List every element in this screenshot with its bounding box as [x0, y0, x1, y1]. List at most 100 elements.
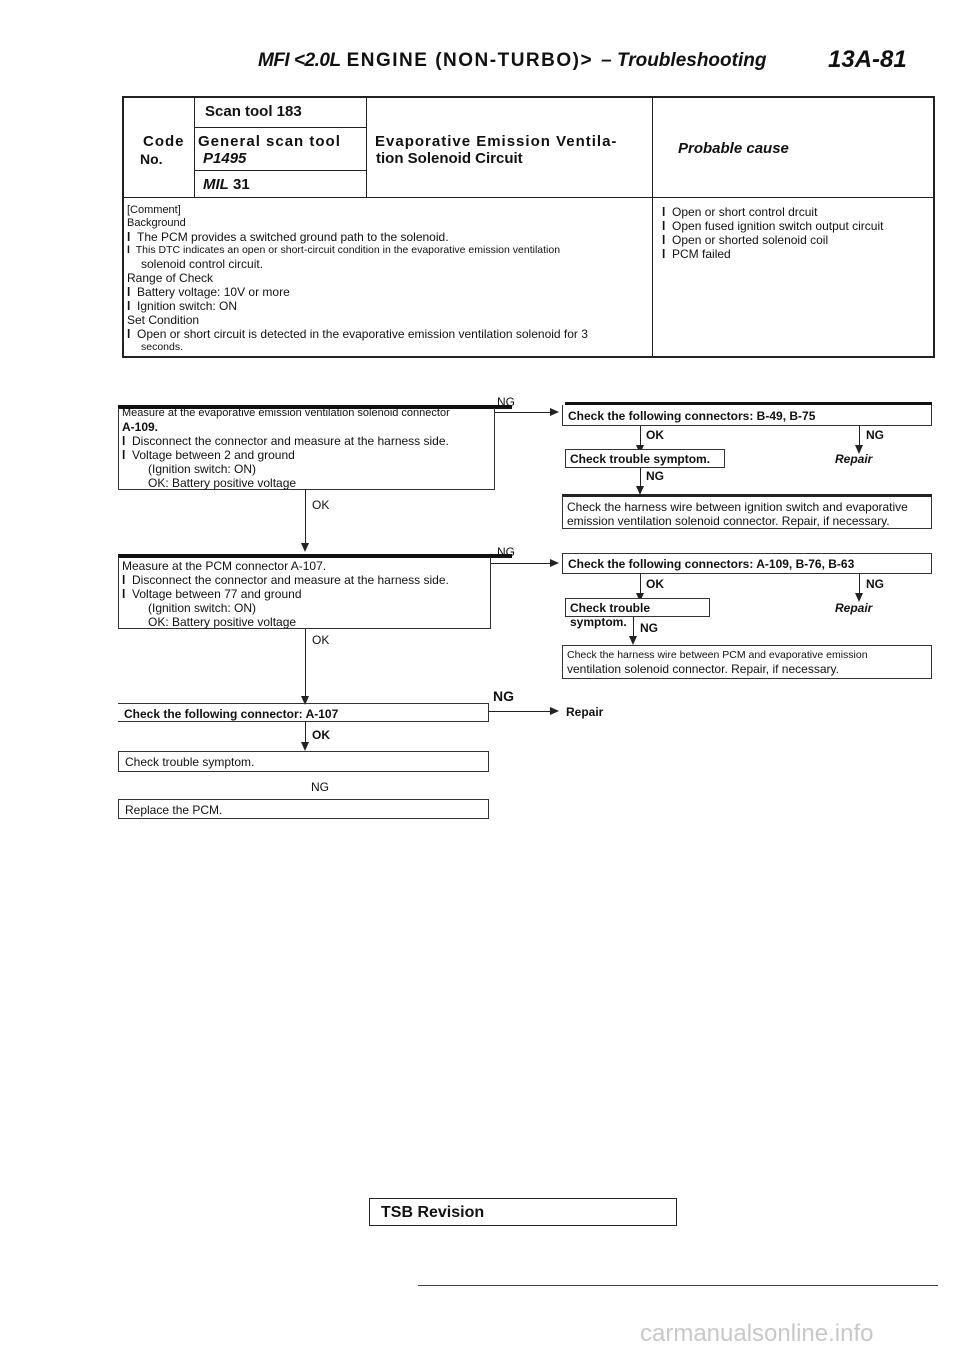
ng-label: NG	[497, 395, 515, 409]
step2-item1: Disconnect the connector and measure at …	[132, 573, 449, 587]
step1-item4: OK: Battery positive voltage	[148, 476, 297, 490]
bullet-icon: l	[122, 448, 126, 462]
table-divider	[195, 170, 366, 171]
bullet-icon: l	[127, 244, 130, 256]
ng-label: NG	[866, 577, 884, 591]
r2-repair: Repair	[835, 601, 873, 615]
step1-line1: Measure at the evaporative emission vent…	[122, 407, 450, 419]
cause-4: PCM failed	[672, 247, 731, 261]
range-item-1: Battery voltage: 10V or more	[137, 285, 290, 299]
ok-label: OK	[646, 577, 664, 591]
bg-item-2: This DTC indicates an open or short-circ…	[135, 244, 561, 256]
r1-repair: Repair	[835, 452, 873, 466]
bullet-icon: l	[662, 233, 666, 247]
flow-connector	[305, 629, 306, 698]
bullet-icon: l	[122, 434, 126, 448]
header-section: – Troubleshooting	[601, 50, 767, 71]
arrow-right-icon	[550, 707, 559, 715]
r1-check-text: Check the following connectors: B-49, B-…	[568, 409, 816, 423]
scan-tool-183-label: Scan tool 183	[205, 103, 302, 120]
ok-label: OK	[646, 428, 664, 442]
r1-header-bar	[565, 402, 932, 405]
step3-box	[118, 703, 489, 722]
step1-line2: A-109.	[122, 420, 159, 434]
flow-connector	[640, 574, 641, 594]
ng-arrow	[489, 711, 550, 712]
table-divider	[652, 97, 653, 357]
set-item-1: Open or short circuit is detected in the…	[137, 327, 588, 341]
table-divider	[366, 97, 367, 197]
bullet-icon: l	[127, 230, 131, 244]
comment-block: [Comment] Background l The PCM provides …	[127, 204, 649, 354]
step1-text: Measure at the evaporative emission vent…	[122, 407, 494, 490]
cause-1: Open or short control drcuit	[672, 205, 818, 219]
mil-code: 31	[233, 176, 250, 193]
step1-item2: Voltage between 2 and ground	[132, 448, 295, 462]
table-divider	[194, 97, 195, 197]
step2-text: Measure at the PCM connector A-107. l Di…	[122, 559, 490, 629]
ok-label: OK	[312, 728, 330, 742]
arrow-right-icon	[550, 559, 559, 567]
set-condition-label: Set Condition	[127, 313, 200, 327]
arrow-down-icon	[301, 742, 309, 751]
step-header-bar	[118, 405, 512, 409]
dtc-table	[122, 96, 935, 358]
probable-cause-label: Probable cause	[678, 140, 789, 157]
set-item-1-cont: seconds.	[141, 341, 184, 353]
ng-arrow	[495, 412, 550, 413]
watermark: carmanualsonline.info	[640, 1320, 874, 1347]
bullet-icon: l	[662, 205, 666, 219]
r1-check-box	[562, 405, 932, 426]
code-label: Code	[143, 133, 185, 150]
mil-label: MIL	[203, 176, 229, 193]
no-label: No.	[140, 151, 163, 167]
cause-3: Open or shorted solenoid coil	[672, 233, 829, 247]
step4-box: Check trouble symptom.	[118, 751, 489, 772]
general-scan-tool-code: P1495	[203, 150, 247, 167]
step3-text: Check the following connector: A-107	[124, 707, 339, 721]
r1-harness-line1: Check the harness wire between ignition …	[567, 500, 908, 514]
step2-line1: Measure at the PCM connector A-107.	[122, 559, 327, 573]
arrow-down-icon	[301, 696, 309, 705]
cause-2: Open fused ignition switch output circui…	[672, 219, 884, 233]
r1-harness-line2: emission ventilation solenoid connector.…	[567, 514, 890, 528]
flow-connector	[633, 617, 634, 638]
r2-trouble-box: Check trouble symptom.	[565, 598, 710, 629]
r2-check-text: Check the following connectors: A-109, B…	[568, 557, 855, 571]
ok-label: OK	[312, 498, 330, 512]
ng-label: NG	[497, 545, 515, 559]
bullet-icon: l	[127, 285, 131, 299]
step1-item1: Disconnect the connector and measure at …	[132, 434, 449, 448]
bullet-icon: l	[127, 327, 131, 341]
range-label: Range of Check	[127, 271, 214, 285]
arrow-down-icon	[629, 636, 637, 645]
flow-connector	[859, 426, 860, 446]
arrow-right-icon	[550, 408, 559, 416]
bullet-icon: l	[122, 573, 126, 587]
ng-label: NG	[646, 469, 664, 483]
ok-label: OK	[312, 633, 330, 647]
dtc-title-line2: tion Solenoid Circuit	[376, 150, 523, 167]
ng-label: NG	[866, 428, 884, 442]
comment-label: [Comment]	[127, 204, 181, 216]
page-number: 13A-81	[828, 46, 907, 73]
arrow-down-icon	[855, 445, 863, 454]
r1-trouble-box: Check trouble symptom.	[565, 449, 725, 468]
step2-item4: OK: Battery positive voltage	[148, 615, 297, 629]
bg-item-1: The PCM provides a switched ground path …	[137, 230, 449, 244]
dtc-title-line1: Evaporative Emission Ventila-	[375, 133, 618, 150]
bullet-icon: l	[127, 299, 131, 313]
step2-item2: Voltage between 77 and ground	[132, 587, 302, 601]
background-label: Background	[127, 217, 186, 229]
flow-connector	[305, 490, 306, 545]
flow-connector	[640, 426, 641, 446]
step-header-bar	[118, 554, 512, 558]
general-scan-tool-label: General scan tool	[198, 133, 341, 150]
flow-connector	[859, 574, 860, 594]
r2-harness-line1: Check the harness wire between PCM and e…	[567, 649, 868, 661]
flow-connector	[305, 722, 306, 744]
r1-harness-box: Check the harness wire between ignition …	[562, 494, 932, 529]
ng-arrow	[491, 563, 550, 564]
r2-harness-line2: ventilation solenoid connector. Repair, …	[567, 662, 839, 676]
arrow-down-icon	[301, 543, 309, 552]
